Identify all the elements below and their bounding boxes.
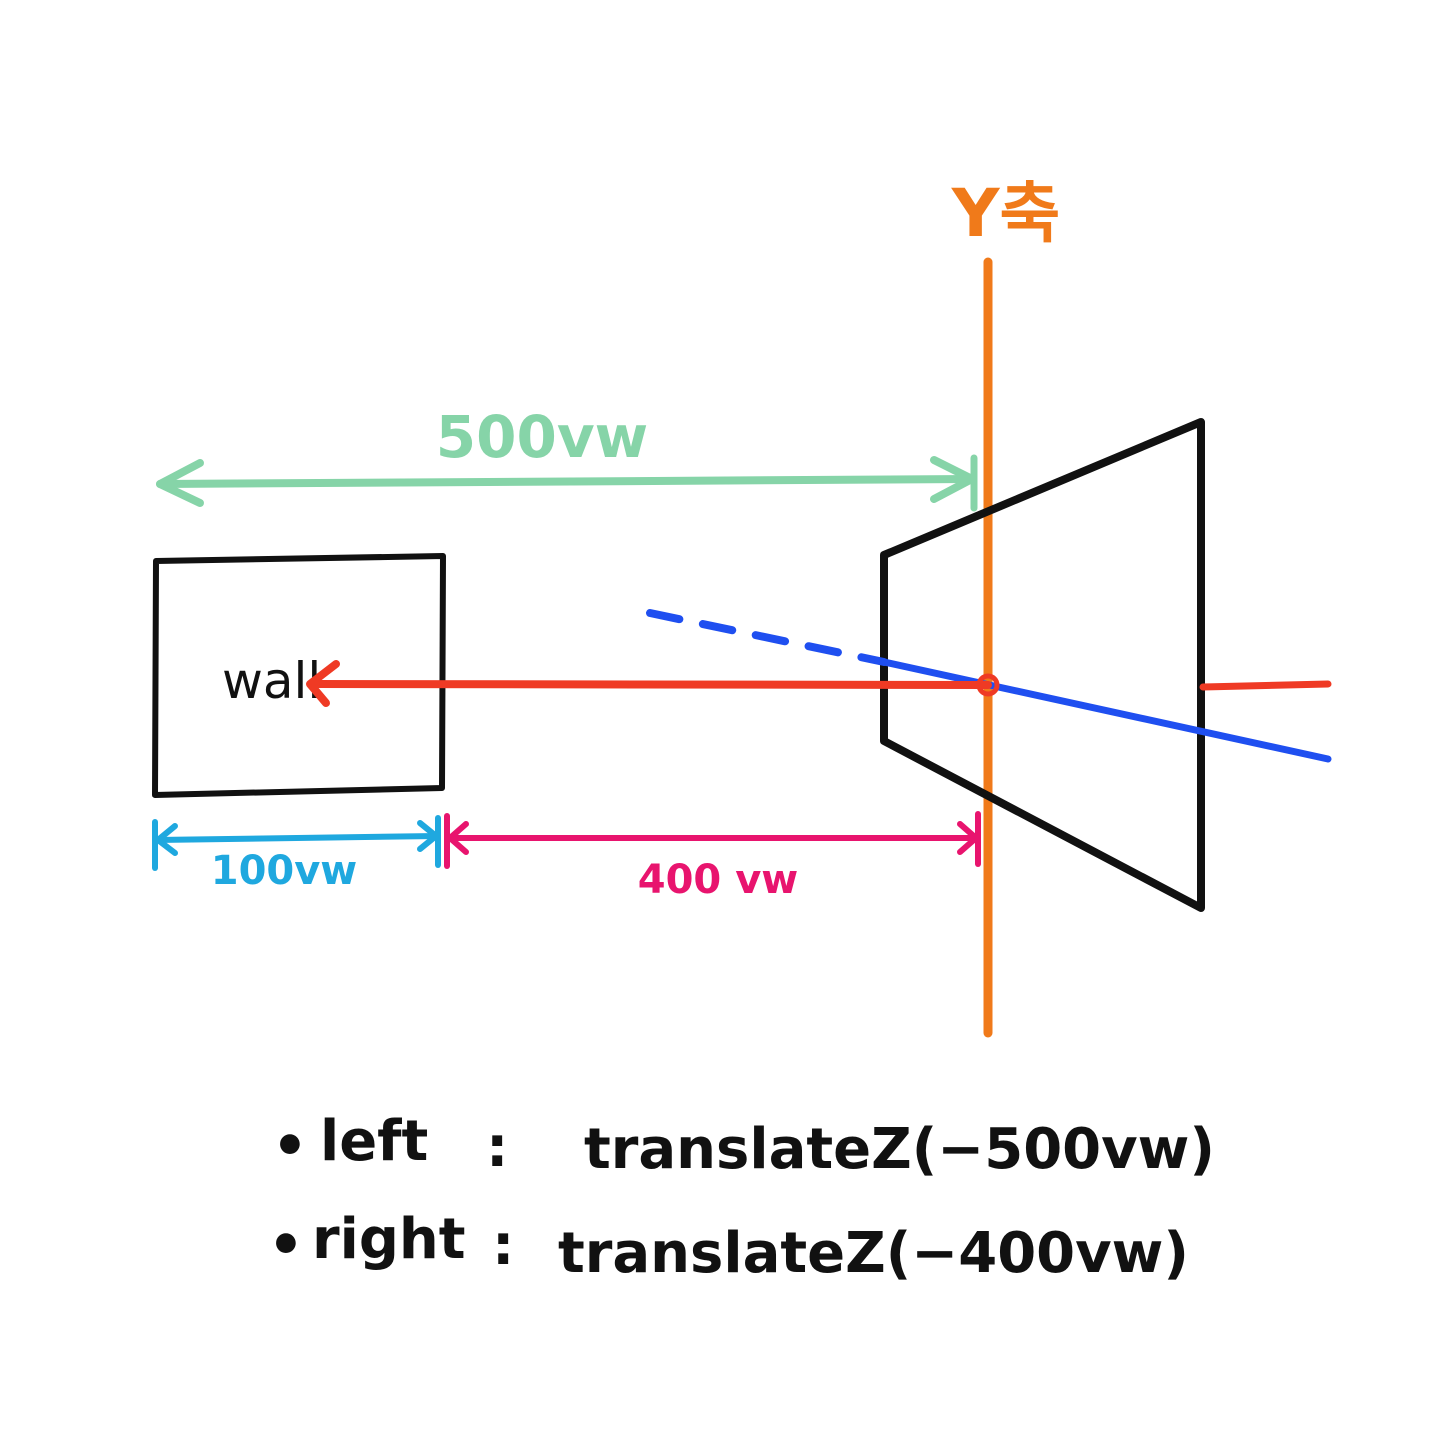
red-line-right xyxy=(1199,680,1332,691)
wall-rectangle xyxy=(152,553,446,798)
note-left: • left : translateZ(−500vw) xyxy=(272,1109,1215,1182)
dimension-100vw: 100vw xyxy=(152,815,441,894)
note-right-bullet: • xyxy=(268,1213,304,1278)
note-right-value: translateZ(−400vw) xyxy=(558,1221,1189,1286)
blue-line-solid xyxy=(880,658,1332,763)
dimension-100vw-left-arrowhead xyxy=(155,823,178,856)
dimension-100vw-right-arrowhead xyxy=(417,820,439,852)
note-left-value: translateZ(−500vw) xyxy=(584,1117,1215,1182)
blue-line-dashed xyxy=(646,609,888,666)
wall-box: wall xyxy=(152,553,446,798)
note-left-separator: : xyxy=(486,1115,508,1180)
dimension-400vw-left-arrowhead xyxy=(447,821,469,855)
note-right: • right : translateZ(−400vw) xyxy=(268,1207,1189,1286)
y-axis-label: Y축 xyxy=(951,175,1061,252)
dimension-400vw: 400 vw xyxy=(444,811,981,903)
note-left-name: left xyxy=(320,1109,428,1174)
dimension-100vw-label: 100vw xyxy=(211,848,358,894)
note-left-bullet: • xyxy=(272,1114,308,1179)
view-frustum xyxy=(880,418,1205,912)
dimension-400vw-right-arrowhead xyxy=(957,821,979,855)
dimension-400vw-label: 400 vw xyxy=(638,857,798,903)
note-right-name: right xyxy=(312,1207,466,1272)
red-arrow-head xyxy=(306,660,340,707)
dimension-500vw-line xyxy=(156,475,976,488)
red-arrow-line xyxy=(314,680,992,689)
dimension-100vw-line xyxy=(153,833,441,843)
dimension-500vw: 500vw xyxy=(156,403,978,512)
origin-circle xyxy=(976,673,1000,697)
wall-label: wall xyxy=(222,652,321,710)
note-right-separator: : xyxy=(492,1213,514,1278)
dimension-500vw-left-arrowhead xyxy=(156,459,204,507)
dimension-500vw-label: 500vw xyxy=(436,403,648,471)
